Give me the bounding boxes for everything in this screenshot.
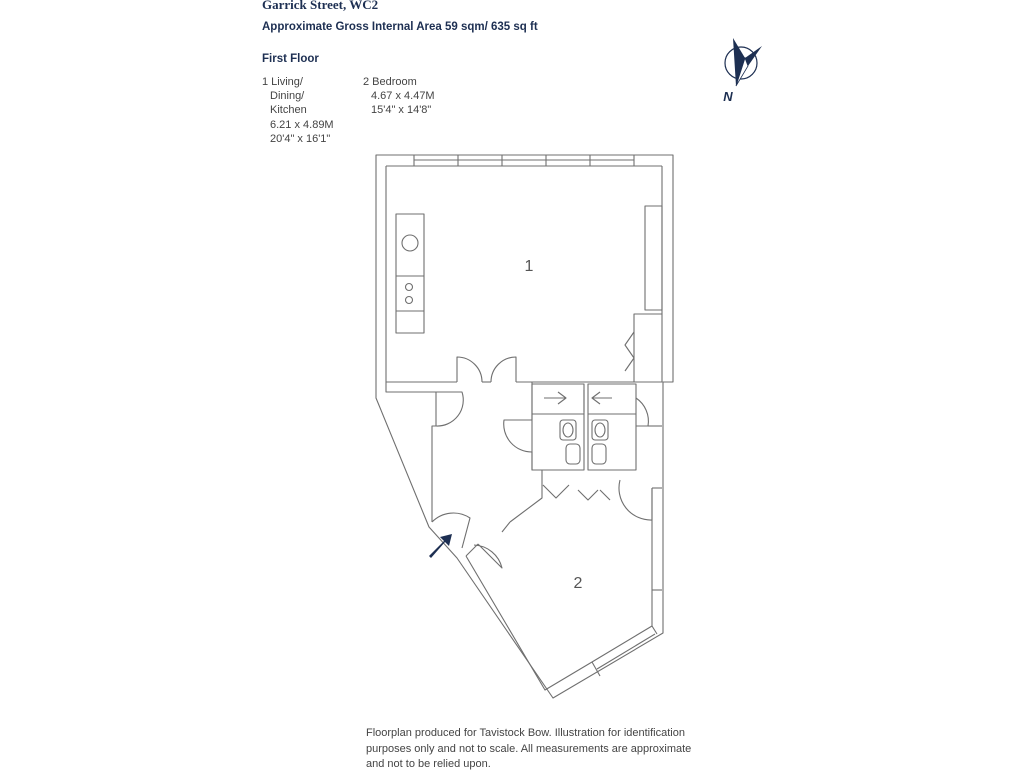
hob-ring-1: [404, 282, 414, 292]
living-inner-wall: [385, 166, 457, 383]
room-1-number: 1: [525, 258, 534, 275]
room-2-name: 2 Bedroom: [363, 76, 417, 88]
hall-right-wall: [521, 382, 533, 421]
top-windows: [413, 155, 635, 166]
room-2-number: 2: [574, 575, 583, 592]
room-1-name-line3: Kitchen: [270, 104, 307, 117]
basin-left: [559, 419, 577, 441]
wardrobe-doors: [542, 484, 611, 501]
room-1-name: 1 Living/: [262, 76, 303, 88]
hall-left-cupboard: [385, 382, 437, 522]
living-built-in: [644, 205, 663, 311]
room-1-imperial: 20'4" x 16'1": [270, 132, 331, 145]
room-1-details: 1 Living/ Dining/ Kitchen 6.21 x 4.89M 2…: [262, 75, 334, 146]
living-double-doors: [456, 356, 517, 383]
hall-cupboard-door: [435, 391, 464, 427]
entrance-arrow-icon: [429, 534, 452, 558]
cupboard-doors: [624, 331, 635, 372]
bedroom-door: [473, 543, 503, 569]
bathroom-left: [531, 383, 585, 471]
floor-label: First Floor: [262, 53, 319, 65]
bedroom-wardrobe-door: [618, 479, 653, 521]
bathroom-right: [587, 383, 637, 471]
hob-ring-2: [404, 295, 414, 305]
disclaimer-line-3: and not to be relied upon.: [366, 758, 491, 770]
disclaimer: Floorplan produced for Tavistock Bow. Il…: [366, 726, 691, 773]
gross-internal-area: Approximate Gross Internal Area 59 sqm/ …: [262, 21, 538, 33]
room-1-metric: 6.21 x 4.89M: [270, 118, 334, 131]
bedroom-wardrobes: [509, 470, 543, 523]
room-2-details: 2 Bedroom 4.67 x 4.47M 15'4" x 14'8": [363, 75, 435, 118]
property-title: Garrick Street, WC2: [262, 0, 379, 12]
room-2-imperial: 15'4" x 14'8": [371, 104, 432, 117]
disclaimer-line-2: purposes only and not to scale. All meas…: [366, 742, 692, 755]
wc-right: [591, 443, 607, 465]
compass-north-label: N: [723, 89, 733, 104]
room-2-metric: 4.67 x 4.47M: [371, 90, 435, 103]
living-right-wall: [633, 166, 663, 383]
bedroom-window: [596, 633, 656, 670]
basin-right: [591, 419, 609, 441]
north-compass-icon: N: [723, 38, 762, 104]
wc-left: [565, 443, 581, 465]
outer-wall: [375, 154, 674, 699]
bath-door-left: [503, 419, 533, 453]
disclaimer-line-1: Floorplan produced for Tavistock Bow. Il…: [366, 727, 685, 739]
room-1-name-line2: Dining/: [270, 90, 305, 103]
bath-door-right: [635, 397, 649, 427]
kitchen-counter: [395, 213, 425, 334]
hob-ring-large: [401, 234, 419, 252]
entrance-door: [431, 512, 471, 549]
bedroom-inner-wall: [465, 555, 653, 691]
